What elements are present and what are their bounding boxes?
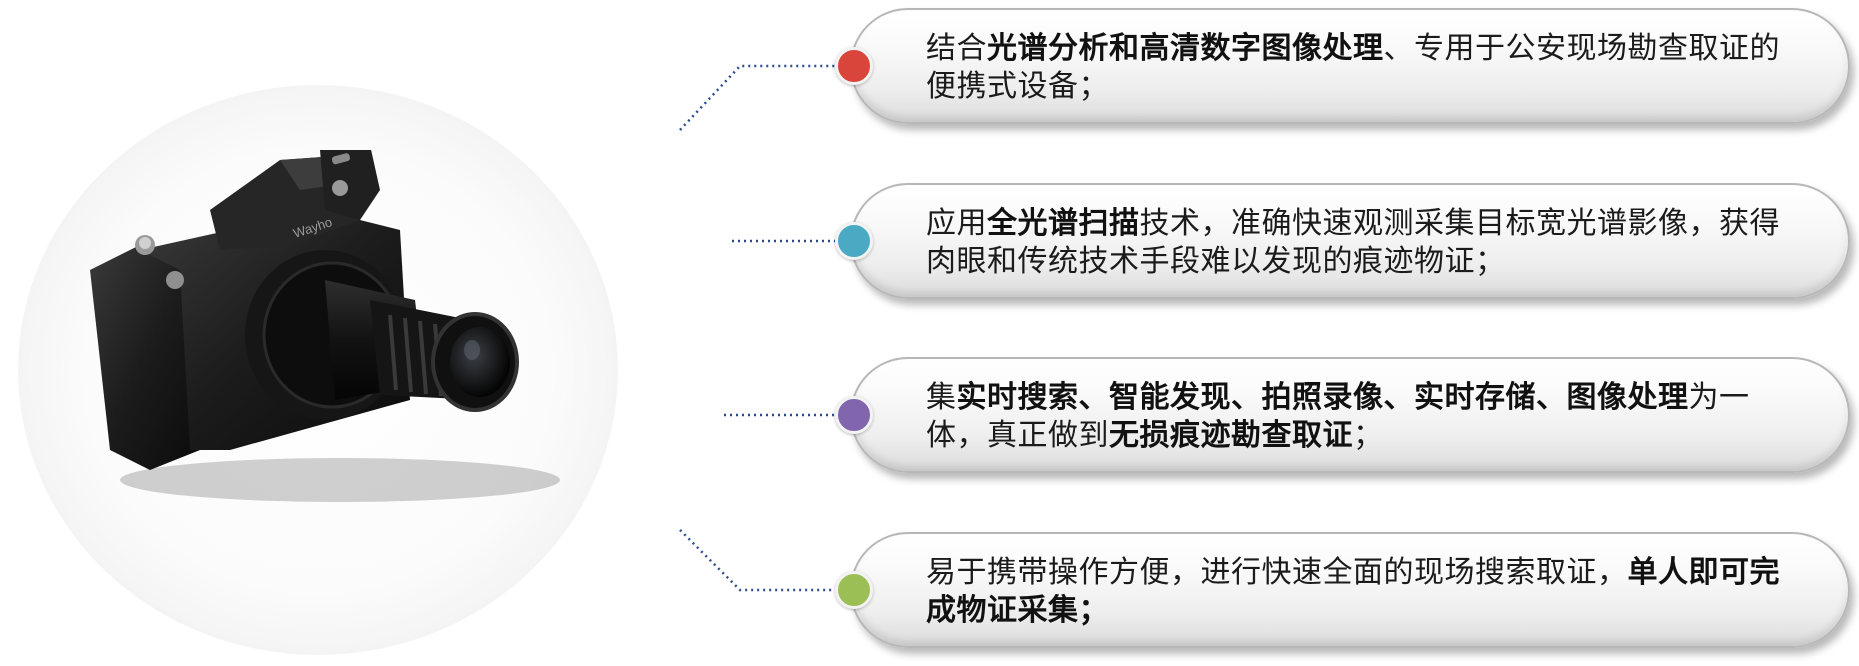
emphasis-text: 光谱分析和高清数字图像处理 (987, 31, 1384, 66)
feature-text-1: 结合光谱分析和高清数字图像处理、专用于公安现场勘查取证的便携式设备； (926, 30, 1806, 106)
body-text: 结合 (926, 31, 987, 66)
bullet-dot-2 (835, 222, 873, 260)
camera-image: Wayho (90, 150, 560, 502)
body-text: 集 (926, 380, 957, 415)
connector-4 (679, 529, 835, 592)
feature-card-2: 应用全光谱扫描技术，准确快速观测采集目标宽光谱影像，获得肉眼和传统技术手段难以发… (850, 183, 1850, 299)
body-text: 技术，准确快速观测采集目标宽光谱影像，获得肉眼和传统技术手段难以发现的痕迹物证； (926, 206, 1780, 279)
feature-card-3: 集实时搜索、智能发现、拍照录像、实时存储、图像处理为一体，真正做到无损痕迹勘查取… (850, 357, 1850, 473)
connector-1 (679, 64, 835, 131)
feature-card-4: 易于携带操作方便，进行快速全面的现场搜索取证，单人即可完成物证采集； (850, 532, 1850, 648)
body-text: 易于携带操作方便，进行快速全面的现场搜索取证， (926, 555, 1628, 590)
feature-text-4: 易于携带操作方便，进行快速全面的现场搜索取证，单人即可完成物证采集； (926, 554, 1806, 630)
emphasis-text: 实时搜索、智能发现、拍照录像、实时存储、图像处理 (956, 380, 1689, 415)
emphasis-text: 单人即可完成物证采集； (926, 555, 1780, 628)
emphasis-text: 全光谱扫描 (987, 206, 1140, 241)
feature-text-3: 集实时搜索、智能发现、拍照录像、实时存储、图像处理为一体，真正做到无损痕迹勘查取… (926, 379, 1806, 455)
bullet-dot-3 (835, 396, 873, 434)
body-text: 、专用于公安现场勘查取证的便携式设备； (926, 31, 1780, 104)
bullet-dot-4 (835, 571, 873, 609)
body-text: 为一体，真正做到 (926, 380, 1750, 453)
body-text: 应用 (926, 206, 987, 241)
body-text: ； (1353, 418, 1384, 453)
emphasis-text: 无损痕迹勘查取证 (1109, 418, 1353, 453)
feature-card-1: 结合光谱分析和高清数字图像处理、专用于公安现场勘查取证的便携式设备； (850, 8, 1850, 124)
bullet-dot-1 (835, 47, 873, 85)
feature-text-2: 应用全光谱扫描技术，准确快速观测采集目标宽光谱影像，获得肉眼和传统技术手段难以发… (926, 205, 1806, 281)
